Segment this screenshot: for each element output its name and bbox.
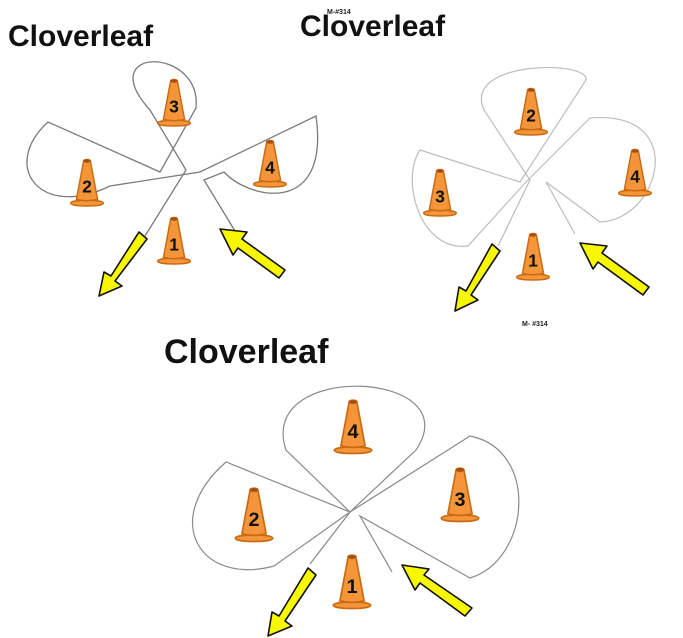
diagram-2-exit-arrow [454,243,501,312]
cone-number: 1 [346,576,357,598]
diagram-3-cone-4: 4 [333,399,373,455]
diagram-1-cone-1: 1 [156,216,192,265]
diagram-2-cone-4: 4 [617,148,653,197]
cone-number: 4 [630,167,640,187]
cone-number: 2 [248,509,259,531]
cone-number: 2 [82,177,92,197]
diagram-1-entry-arrow [219,228,286,279]
diagram-3-exit-arrow [267,567,317,637]
diagram-2-path [411,66,656,247]
diagram-2-cone-1: 1 [515,232,551,281]
diagram-2-cone-3: 3 [422,168,458,217]
cone-number: 1 [528,251,538,271]
diagram-1-title: Cloverleaf [8,20,154,53]
cone-number: 3 [169,97,179,117]
cone-number: 2 [526,106,536,126]
diagram-2: 2 3 4 1 [411,66,656,312]
diagram-3-cone-1: 1 [332,554,372,610]
diagram-1: 3 2 4 1 [26,61,319,297]
cone-number: 3 [435,187,445,207]
diagram-3-cone-2: 2 [234,487,274,543]
diagram-2-entry-arrow [579,242,650,296]
diagram-1-path [26,61,319,237]
cone-number: 3 [454,489,465,511]
cone-number: 4 [347,421,358,443]
diagram-3: 4 2 3 1 [192,385,520,637]
diagram-1-exit-arrow [98,231,148,297]
diagram-2-title: Cloverleaf [300,10,446,43]
diagram-3-entry-arrow [401,564,473,617]
diagram-3-path [192,385,520,579]
diagram-2-code-top: M-#314 [327,9,351,16]
diagram-3-title: Cloverleaf [164,333,329,371]
diagram-1-cone-2: 2 [69,158,105,207]
diagram-3-cone-3: 3 [440,467,480,523]
diagram-1-cone-4: 4 [252,139,288,188]
diagram-1-cone-3: 3 [156,78,192,127]
diagram-2-cone-2: 2 [513,87,549,136]
diagram-2-code-bottom: M- #314 [522,321,548,328]
cone-number: 4 [265,158,275,178]
cone-number: 1 [169,235,179,255]
